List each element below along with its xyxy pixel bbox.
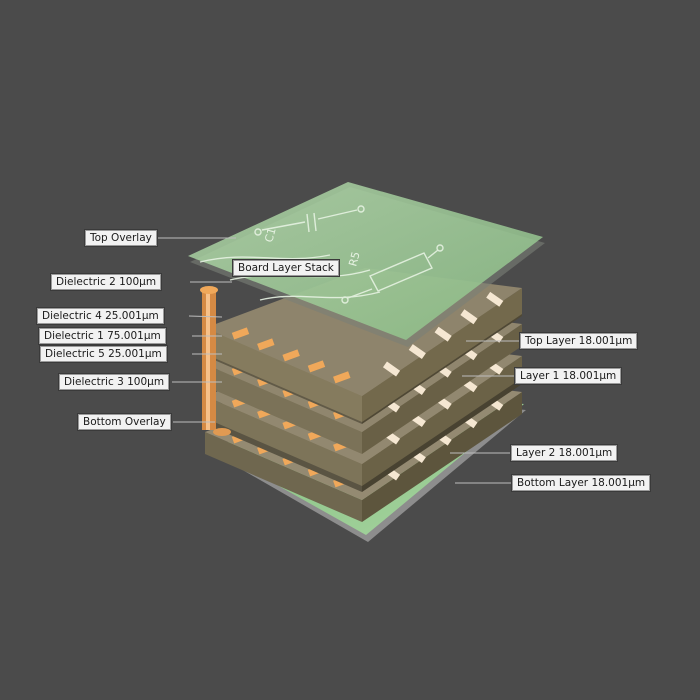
via-barrel: [200, 286, 231, 436]
slab-left-face: [205, 432, 362, 522]
silkscreen-traces: [199, 205, 444, 304]
callout-top-layer: Top Layer 18.001µm: [520, 333, 638, 349]
callout-dielectric-5: Dielectric 5 25.001µm: [40, 346, 167, 362]
top-overlay-sheet: C1 R5: [188, 182, 545, 347]
slab-right-face: [362, 324, 522, 454]
callout-dielectric-3: Dielectric 3 100µm: [59, 374, 170, 390]
slab-left-face: [205, 364, 362, 454]
callout-top-overlay: Top Overlay: [85, 230, 157, 246]
slab-right-face: [362, 356, 522, 486]
copper-pad: [486, 291, 504, 307]
callout-bottom-layer: Bottom Layer 18.001µm: [512, 475, 651, 491]
copper-pad: [382, 361, 401, 377]
slab-right-face: [362, 392, 522, 522]
copper-pad: [307, 360, 326, 373]
callout-dielectric-1: Dielectric 1 75.001µm: [39, 328, 166, 344]
callout-layer-1: Layer 1 18.001µm: [515, 368, 622, 384]
slab-left-face: [205, 328, 362, 422]
callout-layer-2: Layer 2 18.001µm: [511, 445, 618, 461]
copper-pad: [257, 338, 275, 351]
capacitor-ref-text: C1: [262, 226, 278, 244]
slab-left-face: [205, 396, 362, 486]
callout-dielectric-4: Dielectric 4 25.001µm: [37, 308, 164, 324]
slab-right-face: [362, 288, 522, 422]
copper-pad: [434, 326, 452, 342]
copper-pad: [282, 349, 300, 362]
callout-dielectric-2: Dielectric 2 100µm: [51, 274, 162, 290]
copper-pad: [231, 327, 250, 340]
layer-slabs: [205, 268, 522, 522]
copper-pad: [460, 309, 478, 325]
leader-lines: [157, 237, 522, 484]
callout-bottom-overlay: Bottom Overlay: [78, 414, 171, 430]
copper-pad: [408, 344, 426, 360]
diagram-title: Board Layer Stack: [233, 260, 339, 276]
resistor-ref-text: R5: [346, 250, 362, 268]
copper-pad: [333, 371, 351, 384]
